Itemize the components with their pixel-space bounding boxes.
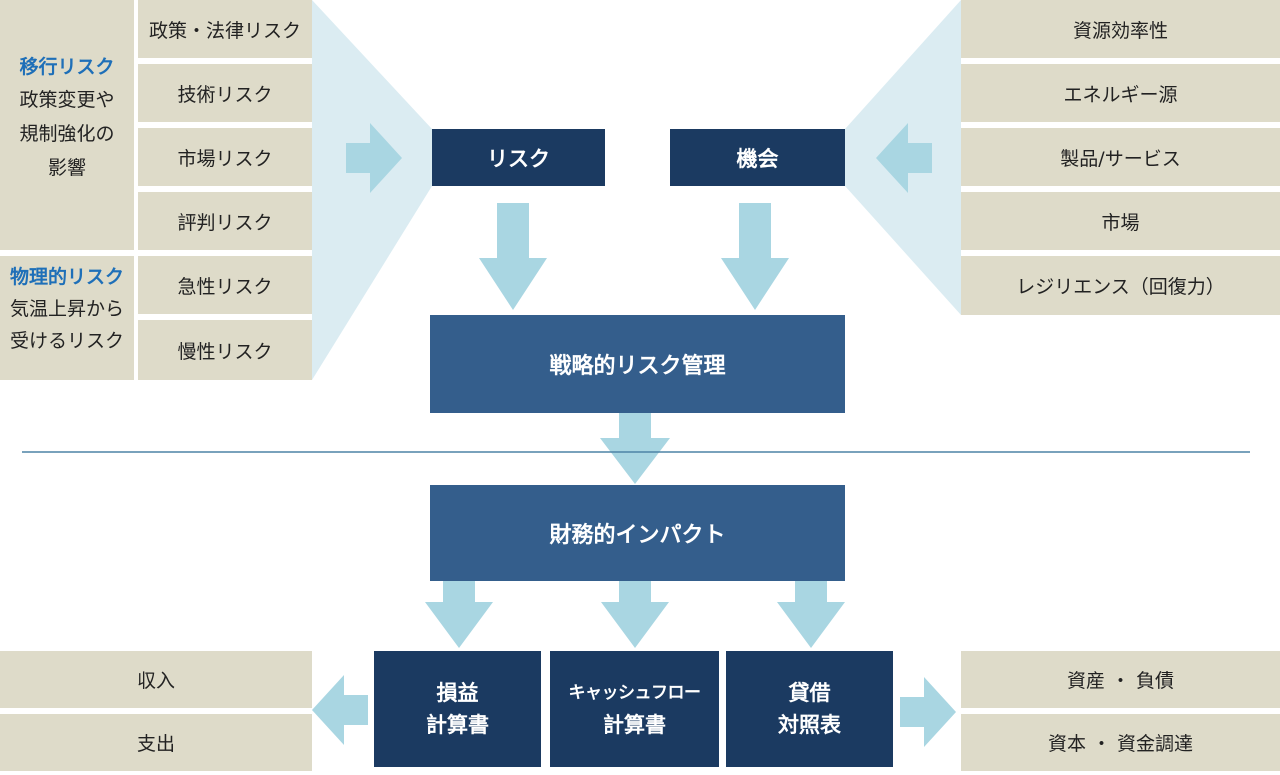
opportunity-item: 市場 <box>961 192 1280 250</box>
financial-impact-box: 財務的インパクト <box>430 485 845 581</box>
income-statement-box: 損益 計算書 <box>374 651 541 767</box>
transition-risk-desc-line: 影響 <box>47 157 86 179</box>
physical-risk-box: 物理的リスク 気温上昇から 受けるリスク <box>0 256 134 380</box>
bs-item: 資産 ・ 負債 <box>961 651 1280 708</box>
physical-risk-desc-line: 気温上昇から <box>9 298 124 320</box>
opportunity-box: 機会 <box>670 129 845 186</box>
risk-item: 慢性リスク <box>138 320 312 380</box>
arrow-to-pl-items <box>312 675 368 745</box>
pl-item: 支出 <box>0 714 312 771</box>
arrow-impact-to-bs <box>777 581 845 648</box>
arrow-to-bs-items <box>900 677 956 747</box>
physical-risk-desc-line: 受けるリスク <box>9 330 124 352</box>
opportunity-item: エネルギー源 <box>961 64 1280 122</box>
statement-line: キャッシュフロー <box>568 683 702 703</box>
statement-line: 対照表 <box>778 713 841 737</box>
statement-line: 貸借 <box>788 681 831 705</box>
risk-item: 評判リスク <box>138 192 312 250</box>
transition-risk-box: 移行リスク 政策変更や 規制強化の 影響 <box>0 0 134 250</box>
risk-item: 政策・法律リスク <box>138 0 312 58</box>
arrow-impact-to-pl <box>425 581 493 648</box>
arrow-impact-to-cf <box>601 581 669 648</box>
cash-flow-statement-box: キャッシュフロー 計算書 <box>550 651 719 767</box>
arrow-risk-to-strategy <box>479 203 547 310</box>
statement-line: 計算書 <box>603 713 666 737</box>
transition-risk-desc-line: 規制強化の <box>19 123 115 145</box>
risk-item: 技術リスク <box>138 64 312 122</box>
physical-risk-title: 物理的リスク <box>9 266 124 288</box>
arrow-into-opportunity <box>876 123 932 193</box>
risk-item: 急性リスク <box>138 256 312 314</box>
opportunity-item: レジリエンス（回復力） <box>961 256 1280 315</box>
opportunity-item: 資源効率性 <box>961 0 1280 58</box>
bs-item: 資本 ・ 資金調達 <box>961 714 1280 771</box>
opportunity-item: 製品/サービス <box>961 128 1280 186</box>
statement-line: 損益 <box>436 681 479 705</box>
pl-item: 収入 <box>0 651 312 708</box>
balance-sheet-box: 貸借 対照表 <box>726 651 893 767</box>
transition-risk-desc-line: 政策変更や <box>19 89 115 111</box>
transition-risk-title: 移行リスク <box>19 56 115 78</box>
arrow-opportunity-to-strategy <box>721 203 789 310</box>
statement-line: 計算書 <box>426 713 489 737</box>
arrow-into-risk <box>346 123 402 193</box>
risk-item: 市場リスク <box>138 128 312 186</box>
strategic-risk-management-box: 戦略的リスク管理 <box>430 315 845 413</box>
arrow-strategy-to-impact <box>600 413 670 484</box>
risk-box: リスク <box>432 129 605 186</box>
